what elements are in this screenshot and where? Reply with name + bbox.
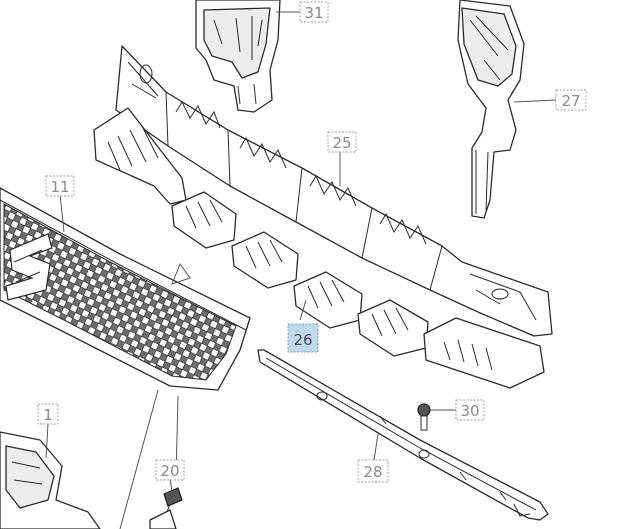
callout-1[interactable]: 1 [37,403,59,425]
callout-25-label: 25 [332,134,351,152]
part-30-clip[interactable] [417,403,431,431]
part-28-trim-strip[interactable] [257,349,549,521]
callout-26-label: 26 [293,331,312,349]
part-27-side-bracket[interactable] [457,0,525,219]
part-20-screw[interactable] [149,487,183,529]
callout-31-label: 31 [304,4,323,22]
callout-28-label: 28 [363,463,382,481]
part-1-bumper-bracket[interactable] [0,431,101,529]
callout-30-label: 30 [460,402,479,420]
callout-31[interactable]: 31 [299,1,329,23]
callout-1-label: 1 [43,406,53,424]
callout-27[interactable]: 27 [555,89,587,111]
callout-28[interactable]: 28 [357,459,389,483]
callout-30[interactable]: 30 [455,399,485,421]
part-31-bracket[interactable] [195,0,281,113]
callout-11[interactable]: 11 [45,175,75,197]
callout-11-label: 11 [50,178,69,196]
part-11-grille[interactable] [0,187,251,391]
callout-20[interactable]: 20 [155,459,185,481]
callout-25[interactable]: 25 [327,131,357,153]
callout-27-label: 27 [561,92,580,110]
part-26-absorber-blocks[interactable] [93,107,545,389]
callout-26[interactable]: 26 [287,323,319,353]
callout-20-label: 20 [160,462,179,480]
part-25-absorber[interactable] [115,45,553,337]
